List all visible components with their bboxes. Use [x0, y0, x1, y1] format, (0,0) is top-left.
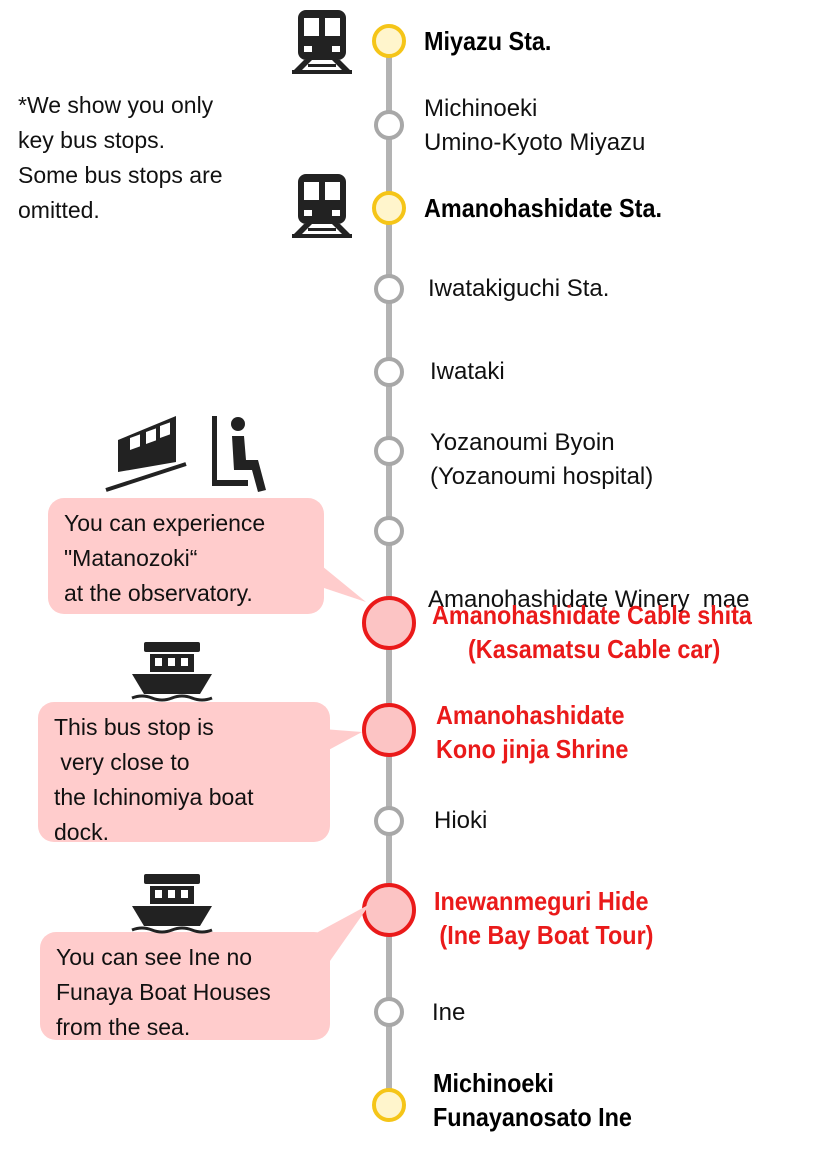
stop-marker-winery-mae [374, 516, 404, 546]
bubble-line: the Ichinomiya boat [54, 784, 254, 810]
omitted-stops-note: *We show you only key bus stops. Some bu… [18, 88, 278, 228]
stop-label-iwataki: Iwataki [430, 355, 505, 389]
stop-label-line: Amanohashidate Winery mae [428, 586, 750, 613]
stop-label-miyazu-sta: Miyazu Sta. [424, 24, 551, 58]
boat-icon [131, 642, 213, 702]
stop-label-line: Hioki [434, 807, 488, 834]
stop-label-line: Ine [432, 999, 466, 1026]
stop-label-line: Michinoeki [433, 1068, 554, 1098]
stop-marker-funayanosato-ine [372, 1088, 406, 1122]
stop-label-amanohashidate-sta: Amanohashidate Sta. [424, 191, 662, 225]
stop-label-line: Inewanmeguri Hide [434, 886, 649, 916]
stop-label-funayanosato-ine: Michinoeki Funayanosato Ine [433, 1066, 632, 1134]
stop-marker-iwataki [374, 357, 404, 387]
note-line: *We show you only [18, 92, 214, 118]
cable-car-icon [105, 416, 187, 492]
stop-label-cable-shita: Amanohashidate Cable shita (Kasamatsu Ca… [432, 598, 752, 666]
stop-label-line: Miyazu Sta. [424, 26, 552, 56]
stop-label-line: Amanohashidate [436, 700, 625, 730]
bubble-line: You can see Ine no [56, 944, 253, 970]
bubble-ine-bay-info: You can see Ine no Funaya Boat Houses fr… [40, 932, 330, 1040]
stop-label-line: Iwataki [430, 358, 505, 385]
bubble-line: very close to [54, 749, 190, 775]
stop-label-line: (Ine Bay Boat Tour) [439, 920, 654, 950]
stop-label-line: Yozanoumi Byoin [430, 429, 615, 456]
stop-label-line: Funayanosato Ine [433, 1102, 632, 1132]
bubble-line: from the sea. [56, 1014, 191, 1040]
stop-label-line: Amanohashidate Cable shita [432, 600, 752, 630]
bubble-cable-car-info: You can experience "Matanozoki“ at the o… [48, 498, 324, 614]
stop-label-inewanmeguri-hide: Inewanmeguri Hide (Ine Bay Boat Tour) [434, 884, 653, 952]
stop-label-line: Umino-Kyoto Miyazu [424, 129, 646, 156]
stop-label-yozanoumi-byoin: Yozanoumi Byoin (Yozanoumi hospital) [430, 426, 653, 494]
stop-label-kono-jinja: Amanohashidate Kono jinja Shrine [436, 698, 628, 766]
stop-label-iwatakiguchi-sta: Iwatakiguchi Sta. [428, 272, 609, 306]
stop-marker-kono-jinja [362, 703, 416, 757]
stop-label-line: Michinoeki [424, 95, 538, 122]
stop-marker-yozanoumi-byoin [374, 436, 404, 466]
stop-label-line: Iwatakiguchi Sta. [428, 275, 610, 302]
bubble-line: dock. [54, 819, 109, 845]
stop-marker-ine [374, 997, 404, 1027]
route-line [386, 38, 392, 1108]
stop-label-line: Amanohashidate Sta. [424, 193, 662, 223]
bubble-kono-jinja-info: This bus stop is very close to the Ichin… [38, 702, 330, 845]
stop-label-michinoeki-umino-kyoto: Michinoeki Umino-Kyoto Miyazu [424, 92, 645, 160]
note-line: omitted. [18, 197, 100, 223]
chairlift-icon [212, 416, 266, 492]
stop-marker-amanohashidate-sta [372, 191, 406, 225]
stop-label-line: (Yozanoumi hospital) [430, 463, 654, 490]
stop-label-hioki: Hioki [434, 804, 487, 838]
bubble-line: "Matanozoki“ [64, 545, 198, 571]
stop-marker-iwatakiguchi-sta [374, 274, 404, 304]
stop-marker-hioki [374, 806, 404, 836]
bubble-line: This bus stop is [54, 714, 214, 740]
train-icon [292, 10, 352, 74]
stop-label-line: Kono jinja Shrine [436, 734, 629, 764]
stop-marker-miyazu-sta [372, 24, 406, 58]
note-line: Some bus stops are [18, 162, 223, 188]
stop-marker-michinoeki-umino-kyoto [374, 110, 404, 140]
stop-label-ine: Ine [432, 996, 465, 1030]
stop-label-line: (Kasamatsu Cable car) [468, 634, 721, 664]
bubble-line: at the observatory. [64, 580, 253, 606]
note-line: key bus stops. [18, 127, 166, 153]
stop-marker-cable-shita [362, 596, 416, 650]
boat-icon [131, 874, 213, 934]
bubble-line: You can experience [64, 510, 266, 536]
stop-label-winery-mae: Amanohashidate Winery mae [428, 515, 750, 651]
bubble-line: Funaya Boat Houses [56, 979, 271, 1005]
train-icon [292, 174, 352, 238]
